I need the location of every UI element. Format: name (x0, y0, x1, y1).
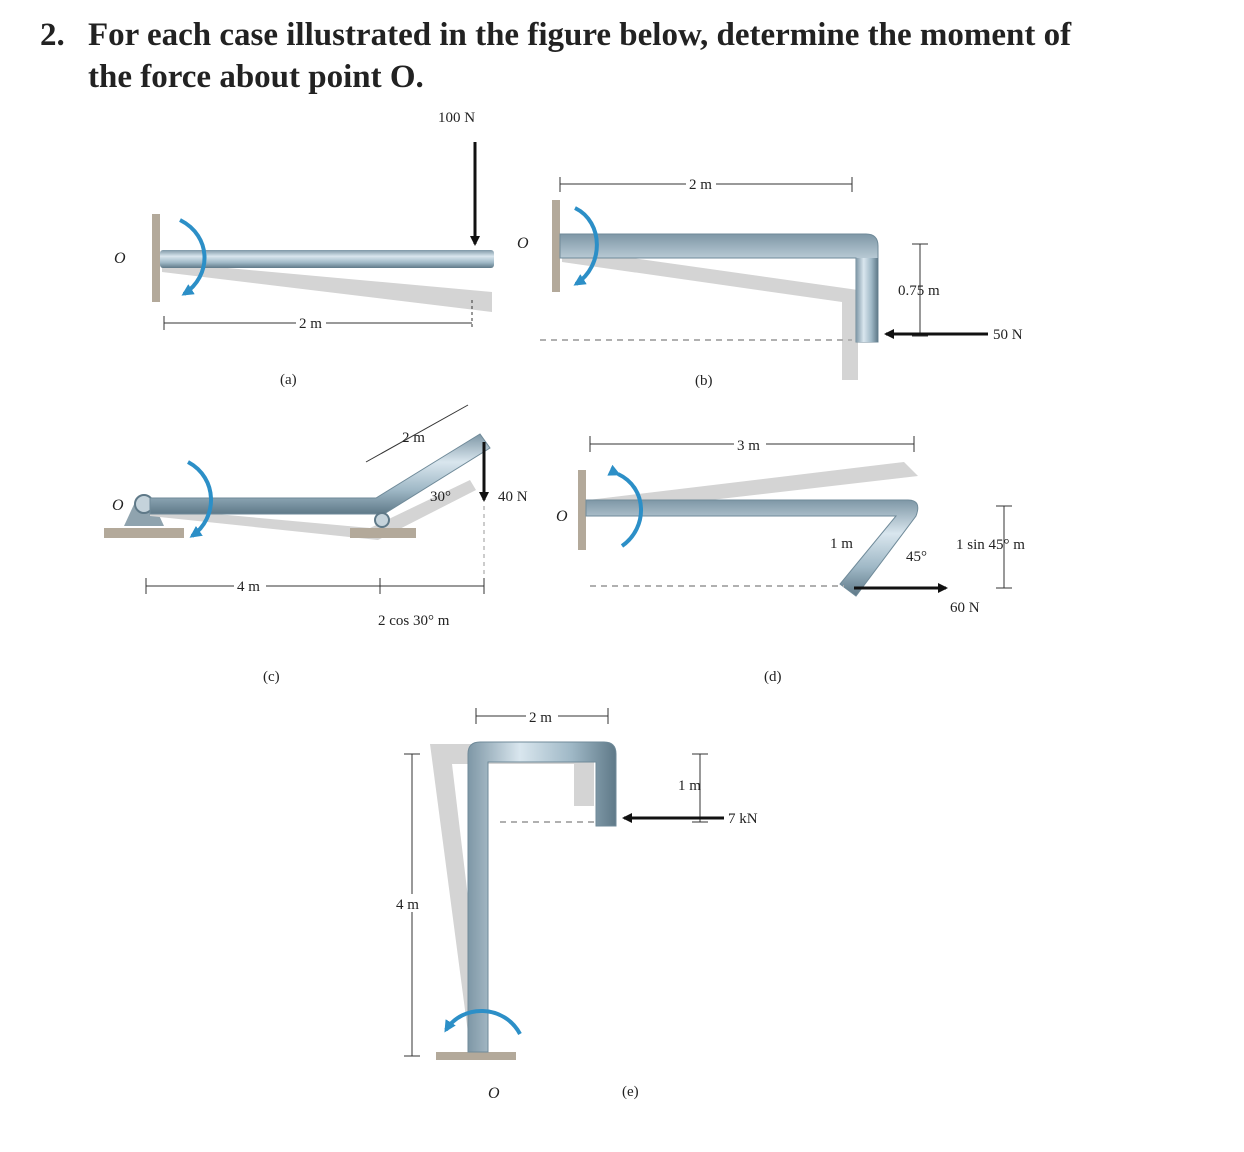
case-d-length-label-bg (734, 434, 766, 452)
case-d-angle-label: 45° (906, 549, 927, 565)
problem-statement: 2. For each case illustrated in the figur… (40, 14, 1190, 98)
case-a-moment-arrow (179, 218, 207, 296)
case-e-width-label: 2 m (529, 710, 552, 726)
case-c-ground-left (104, 528, 184, 538)
case-c: O 40 N 30° 2 m 4 m 2 cos 30° m (c) (104, 404, 528, 685)
case-c-span-label: 4 m (237, 579, 260, 595)
problem-text-line2: the force about point O. (88, 59, 424, 95)
case-c-roller (374, 512, 390, 528)
case-e-ground (436, 1052, 516, 1060)
case-c-deflected-shadow (150, 480, 476, 540)
case-a-beam (160, 250, 494, 268)
case-e: O 2 m 1 m 7 kN 4 m (e) (394, 706, 758, 1102)
case-a-point-o: O (114, 250, 126, 267)
case-e-frame (467, 741, 617, 1053)
case-b-deflected-shadow (562, 248, 858, 380)
problem-number: 2. (40, 17, 65, 53)
case-c-proj-label: 2 cos 30° m (378, 613, 450, 629)
case-e-height-label: 4 m (396, 897, 419, 913)
case-c-moment-arrow (186, 460, 213, 538)
case-b-leg (856, 258, 878, 342)
case-a-caption: (a) (280, 372, 297, 388)
case-d-beam (585, 499, 919, 597)
case-c-force-label: 40 N (498, 489, 528, 505)
case-d-moment-arrow (607, 464, 643, 548)
case-b-length-label-bg (686, 174, 716, 192)
case-e-moment-arrow (444, 1009, 522, 1036)
case-b-wall (552, 200, 560, 292)
case-c-caption: (c) (263, 669, 280, 685)
case-b-length-label: 2 m (689, 177, 712, 193)
case-d-force-label: 60 N (950, 600, 980, 616)
case-c-angle-label: 30° (430, 489, 451, 505)
case-e-drop-label: 1 m (678, 778, 701, 794)
case-d-point-o: O (556, 508, 568, 525)
case-b-moment-arrow (573, 206, 599, 286)
case-c-span-label-bg (234, 576, 266, 594)
case-c-arm-dim (365, 404, 469, 463)
case-a-dim-label-bg (296, 313, 326, 331)
case-a-force-label: 100 N (438, 110, 475, 126)
case-c-ground-mid (350, 528, 416, 538)
case-b: O 2 m 0.75 m 50 N (b) (517, 174, 1023, 389)
case-b-caption: (b) (695, 373, 713, 389)
case-a: 100 N O 2 m (a) (114, 110, 494, 388)
case-c-arm-label: 2 m (402, 430, 425, 446)
case-a-length-label: 2 m (299, 316, 322, 332)
case-e-height-label-bg (394, 894, 428, 912)
case-e-force-label: 7 kN (728, 811, 758, 827)
problem-text-line1: For each case illustrated in the figure … (88, 17, 1072, 53)
case-e-width-label-bg (526, 706, 558, 724)
case-d-proj-label: 1 sin 45° m (956, 537, 1025, 553)
case-e-deflected-shadow (430, 744, 594, 1048)
case-d-caption: (d) (764, 669, 782, 685)
case-b-force-label: 50 N (993, 327, 1023, 343)
case-e-point-o: O (488, 1085, 500, 1102)
case-c-point-o: O (112, 497, 124, 514)
case-b-point-o: O (517, 235, 529, 252)
case-d-length-label: 3 m (737, 438, 760, 454)
case-a-deflected-shadow (162, 262, 492, 312)
case-d-seg-label: 1 m (830, 536, 853, 552)
case-b-height-label: 0.75 m (898, 283, 940, 299)
case-c-beam (149, 433, 491, 515)
case-e-caption: (e) (622, 1084, 639, 1100)
case-a-wall (152, 214, 160, 302)
case-d: O 3 m 1 m 45° 1 sin 45° m 60 N (d) (556, 434, 1025, 685)
case-d-wall (578, 470, 586, 550)
